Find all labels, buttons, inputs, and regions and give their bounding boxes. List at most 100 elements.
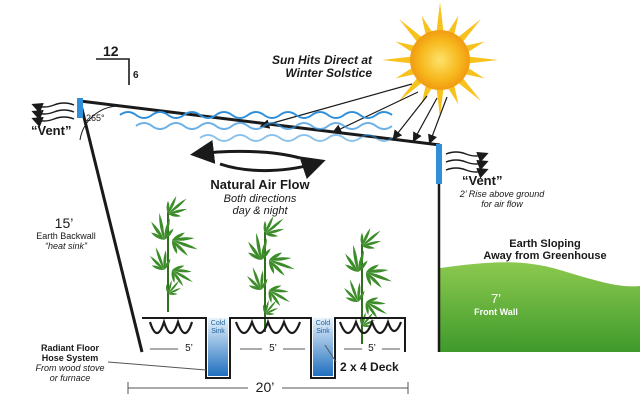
leaf	[268, 260, 275, 275]
sun-ray	[436, 2, 444, 31]
leaf	[168, 196, 177, 214]
leaf	[165, 284, 169, 294]
radiant-floor-line3: From wood stove	[35, 362, 105, 373]
roof-angle-label: 265°	[86, 113, 105, 123]
earth-slope-hill	[440, 262, 640, 352]
sun-ray	[466, 68, 485, 79]
leaf	[159, 212, 165, 240]
vent-right-label: “Vent”	[462, 173, 503, 188]
plant-icon-right	[343, 228, 392, 344]
leaf	[269, 289, 289, 293]
earth-slope-line2: Away from Greenhouse	[483, 250, 607, 263]
sun-ray	[395, 41, 414, 52]
leaf	[168, 287, 182, 294]
leaf	[163, 250, 167, 270]
leaf	[172, 240, 188, 256]
leaf	[167, 280, 172, 294]
backwall-caption: Earth Backwall “heat sink”	[20, 231, 112, 252]
leaf	[155, 247, 164, 270]
leaf	[362, 230, 381, 246]
sun-ray	[399, 78, 422, 101]
leaf	[268, 290, 272, 303]
bed-width-label-3: 5’	[368, 343, 376, 354]
radiant-floor-caption: Radiant Floor Hose System From wood stov…	[24, 343, 116, 384]
leaf	[366, 264, 379, 272]
air-flow-sub: Both directions day & night	[200, 193, 320, 217]
leaf	[366, 272, 392, 282]
vent-right-note: 2’ Rise above ground for air flow	[446, 189, 558, 210]
leaf	[345, 253, 358, 272]
leaf	[171, 270, 175, 283]
leaf	[269, 285, 282, 291]
leaf	[362, 245, 375, 249]
leaf	[366, 272, 382, 288]
vent-left-bar	[77, 98, 83, 118]
leaf	[172, 232, 185, 240]
backwall-height-label: 15’	[54, 215, 74, 231]
leaf	[246, 275, 261, 290]
leaf	[168, 280, 180, 294]
leaf	[261, 248, 271, 260]
cold-sink-left-line1: Cold	[210, 320, 226, 327]
leaf	[248, 241, 261, 260]
leaf	[265, 216, 274, 234]
pitch-run-label: 12	[103, 43, 119, 59]
leaf	[345, 264, 358, 272]
leaf	[265, 300, 277, 314]
sun-ray	[469, 56, 498, 64]
leaf	[172, 237, 195, 241]
vent-left-label: “Vent”	[31, 123, 72, 138]
earth-slope-caption: Earth Sloping Away from Greenhouse	[470, 238, 620, 262]
front-wall-caption: Front Wall	[474, 307, 518, 317]
leaf	[248, 285, 261, 291]
greenhouse-width-label: 20’	[255, 379, 275, 395]
leaf	[362, 240, 382, 247]
bed-width-label-1: 5’	[185, 343, 193, 354]
leaf	[172, 240, 198, 250]
earth-slope-line1: Earth Sloping	[509, 238, 581, 250]
sun-ray	[382, 56, 411, 64]
air-flow-sub-line2: day & night	[232, 205, 288, 218]
leaf	[262, 304, 266, 314]
leaf	[265, 228, 285, 235]
leaf	[269, 290, 290, 303]
leaf	[362, 312, 374, 326]
leaf	[172, 269, 192, 273]
cold-sink-left-water	[208, 318, 228, 376]
leaf	[172, 270, 193, 283]
leaf	[168, 213, 181, 217]
leaf	[269, 290, 281, 307]
vent-left-arrows	[31, 102, 75, 128]
leaf	[362, 228, 371, 246]
leaf	[365, 272, 372, 287]
cold-sink-right-water	[313, 318, 333, 376]
leaf	[163, 218, 170, 240]
air-flow-arrows	[190, 139, 326, 180]
leaf	[357, 282, 361, 302]
leaf	[345, 297, 358, 303]
sun-ray	[395, 68, 414, 79]
leaf	[264, 300, 269, 314]
leaf	[366, 301, 386, 305]
sun-ray	[436, 89, 444, 118]
sun-caption-line2: Winter Solstice	[285, 66, 372, 81]
deck-label: 2 x 4 Deck	[340, 360, 399, 374]
sun-ray	[448, 86, 459, 105]
sun-caption: Sun Hits Direct at Winter Solstice	[262, 53, 372, 81]
sun-ray	[421, 15, 432, 34]
leaf	[151, 232, 164, 240]
leaf	[151, 221, 164, 240]
vent-right-bar	[436, 144, 442, 184]
radiant-floor-line1: Radiant Floor	[41, 343, 99, 353]
leaf	[260, 270, 264, 290]
plant-icon-left	[149, 196, 198, 312]
leaf	[265, 312, 275, 316]
leaf	[269, 260, 295, 270]
leaf	[172, 270, 184, 287]
vent-right-note-line1: 2’ Rise above ground	[459, 189, 545, 199]
leaf	[171, 240, 178, 255]
leaf	[151, 265, 164, 271]
air-flow-title: Natural Air Flow	[210, 177, 310, 192]
leaf	[265, 218, 284, 234]
leaf	[265, 233, 278, 237]
